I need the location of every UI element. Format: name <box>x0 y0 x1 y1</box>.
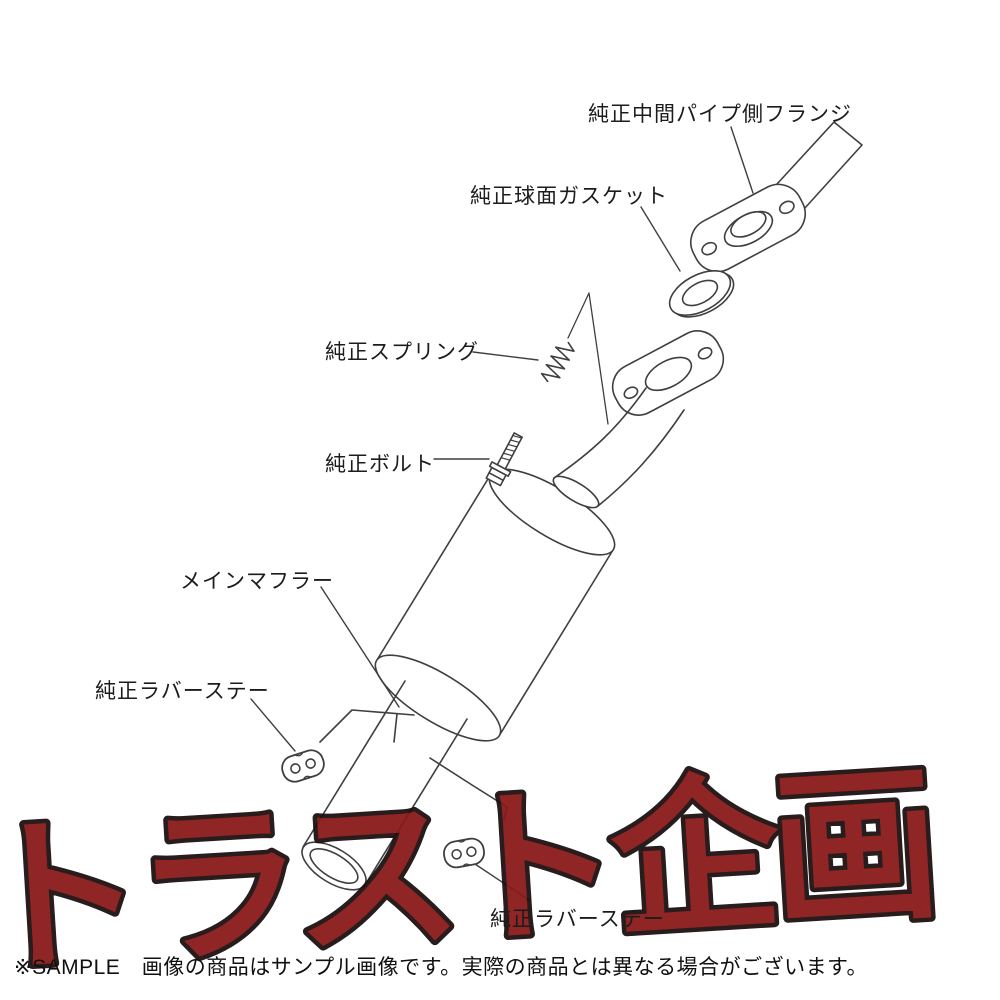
leader-lines <box>250 126 754 901</box>
label-rubber-stay-left: 純正ラバーステー <box>95 680 270 703</box>
assembly-lines <box>567 292 609 425</box>
bolt-part <box>485 432 523 487</box>
tail-pipe-part <box>301 654 502 891</box>
sample-disclaimer: ※SAMPLE 画像の商品はサンプル画像です。実際の商品とは異なる場合がございま… <box>14 956 868 979</box>
label-spherical-gasket: 純正球面ガスケット <box>470 185 668 208</box>
inlet-pipe-part <box>553 387 685 507</box>
label-bolt: 純正ボルト <box>325 453 435 476</box>
label-spring: 純正スプリング <box>325 341 479 364</box>
spring-part <box>540 341 575 383</box>
label-rubber-stay-right: 純正ラバーステー <box>490 908 665 931</box>
rubber-stay-right-part <box>443 837 485 869</box>
rubber-stay-left-part <box>281 749 325 783</box>
hanger-rod-left <box>319 709 415 743</box>
hanger-rod-right <box>429 757 508 821</box>
mid-pipe-flange-part <box>690 183 806 273</box>
shop-watermark: トラスト企画 <box>0 739 942 1000</box>
label-mid-pipe-flange: 純正中間パイプ側フランジ <box>588 103 852 126</box>
muffler-inlet-flange-part <box>611 330 725 416</box>
label-main-muffler: メインマフラー <box>180 570 334 593</box>
spherical-gasket-part <box>668 270 735 318</box>
